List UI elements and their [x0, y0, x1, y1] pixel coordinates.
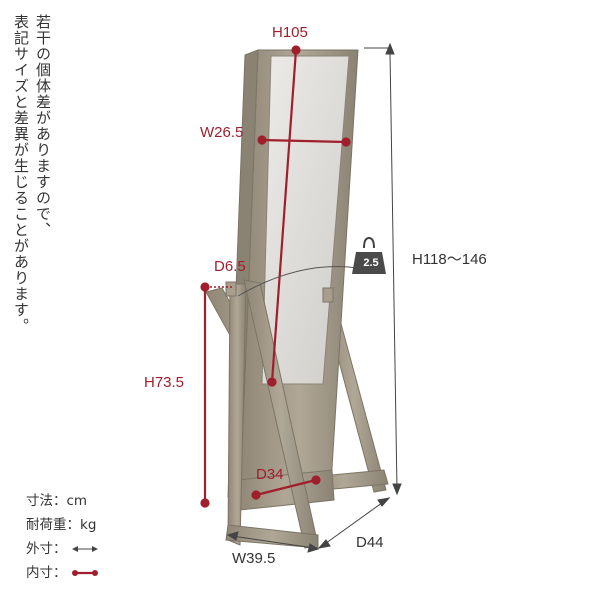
outer-dimension-lines [226, 42, 402, 553]
depth-label: D44 [356, 534, 384, 551]
note-line-2: 表記サイズと差異が生じることがあります。 [12, 14, 30, 334]
stand-height-label: H73.5 [144, 374, 185, 391]
load-weight-value: 2.5 [363, 257, 379, 269]
width-label: W39.5 [232, 550, 276, 567]
front-stand [225, 279, 334, 549]
note-line-1: 若干の個体差がありますので、 [34, 14, 52, 238]
stand-depth-label: D34 [256, 466, 284, 483]
dot-line-icon [71, 570, 98, 576]
legend-load: 耐荷重：kg [26, 517, 97, 533]
legend-inner: 内寸： [26, 561, 99, 581]
legend-inner-label: 内寸： [26, 565, 67, 581]
legend-outer: 外寸： [26, 537, 99, 557]
total-height-label: H118～146 [412, 251, 487, 268]
inner-dimension-lines [200, 45, 351, 508]
depth-frame-label: D6.5 [214, 258, 246, 275]
legend-outer-label: 外寸： [26, 541, 67, 557]
load-pointer-line [237, 266, 359, 297]
inner-width-label: W26.5 [200, 124, 244, 141]
inner-height-label: H105 [272, 24, 308, 41]
legend-unit: 寸法：cm [26, 493, 88, 509]
double-arrow-icon [71, 546, 98, 552]
weight-icon [352, 236, 386, 274]
